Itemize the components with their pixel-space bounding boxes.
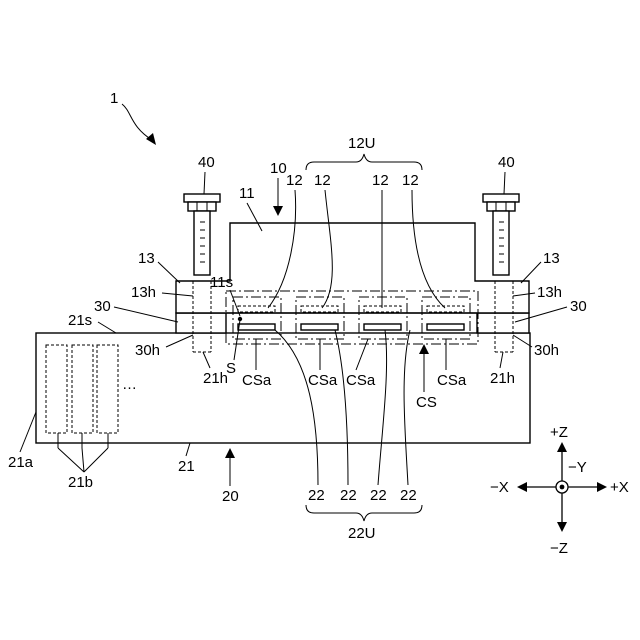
label-upper-surface: 11s (210, 274, 233, 291)
label-hole-30h-right: 30h (534, 342, 559, 359)
label-bolt-left: 40 (198, 154, 215, 171)
upper-base-11 (176, 223, 529, 313)
axis-minus-z: −Z (550, 540, 568, 557)
brace-12u (306, 154, 422, 170)
label-spacer-right: 30 (570, 298, 587, 315)
bolt-right (483, 194, 519, 275)
label-upper-element-2: 12 (314, 172, 331, 189)
label-lower-unit: 22U (348, 525, 376, 542)
label-device: 1 (110, 90, 118, 107)
coordinate-axes (517, 442, 607, 532)
label-lower-element-3: 22 (370, 487, 387, 504)
label-upper-body: 10 (270, 160, 287, 177)
spacer-left (176, 313, 226, 333)
label-csa-4: CSa (437, 372, 467, 389)
label-csa-3: CSa (346, 372, 376, 389)
label-side-21a: 21a (8, 454, 34, 471)
label-upper-element-3: 12 (372, 172, 389, 189)
device-leader (122, 104, 152, 140)
label-hole-13h-left: 13h (131, 284, 156, 301)
label-flange-right: 13 (543, 250, 560, 267)
label-upper-unit: 12U (348, 135, 376, 152)
axis-minus-x: −X (490, 479, 509, 496)
label-hole-21h-right: 21h (490, 370, 515, 387)
label-csa-1: CSa (242, 372, 272, 389)
label-hole-30h-left: 30h (135, 342, 160, 359)
brace-22u (306, 505, 422, 521)
label-hole-21h-left: 21h (203, 370, 228, 387)
axis-plus-x: +X (610, 479, 629, 496)
label-lower-base: 21 (178, 458, 195, 475)
bolt-left (184, 194, 220, 275)
spacer-right (477, 313, 529, 333)
label-upper-element-4: 12 (402, 172, 419, 189)
label-hole-13h-right: 13h (537, 284, 562, 301)
label-upper-base: 11 (239, 185, 255, 202)
label-lower-body: 20 (222, 488, 239, 505)
label-bolt-right: 40 (498, 154, 515, 171)
label-spacer-left: 30 (94, 298, 111, 315)
device-arrowhead (146, 133, 156, 145)
label-lower-element-1: 22 (308, 487, 325, 504)
label-cells-21b: 21b (68, 474, 93, 491)
label-space-s: S (226, 360, 236, 377)
label-lower-element-4: 22 (400, 487, 417, 504)
cells-ellipsis: … (122, 376, 137, 393)
label-csa-2: CSa (308, 372, 338, 389)
label-flange-left: 13 (138, 250, 155, 267)
label-lower-surface: 21s (68, 312, 92, 329)
axis-plus-z: +Z (550, 424, 568, 441)
label-upper-element-1: 12 (286, 172, 303, 189)
axis-minus-y: −Y (568, 459, 587, 476)
label-lower-element-2: 22 (340, 487, 357, 504)
label-cs: CS (416, 394, 437, 411)
